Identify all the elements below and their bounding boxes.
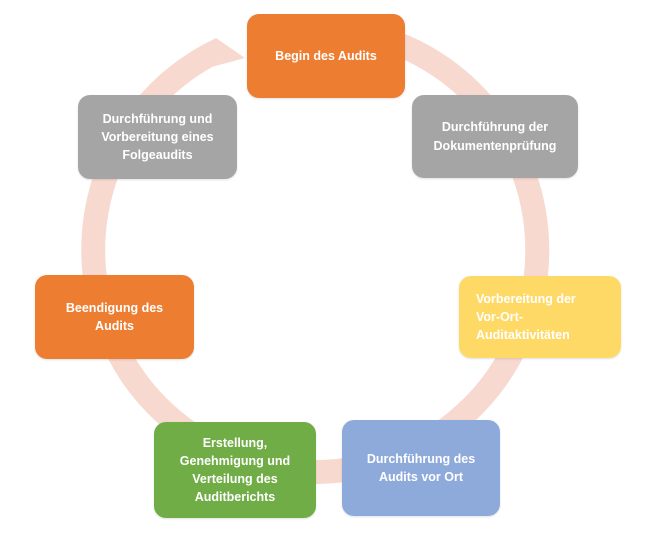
step-onsite-preparation: Vorbereitung der Vor-Ort- Auditaktivität… bbox=[459, 276, 621, 358]
step-onsite-preparation-label: Vorbereitung der Vor-Ort- Auditaktivität… bbox=[476, 291, 576, 343]
step-follow-up-audit: Durchführung und Vorbereitung eines Folg… bbox=[78, 95, 237, 179]
step-audit-report-label: Erstellung, Genehmigung und Verteilung d… bbox=[179, 435, 291, 505]
cycle-arrowhead bbox=[208, 38, 245, 68]
step-follow-up-audit-label: Durchführung und Vorbereitung eines Folg… bbox=[101, 111, 214, 163]
step-begin-audit: Begin des Audits bbox=[247, 14, 405, 98]
step-onsite-audit: Durchführung des Audits vor Ort bbox=[342, 420, 500, 516]
step-document-review-label: Durchführung der Dokumentenprüfung bbox=[433, 120, 557, 153]
step-audit-completion: Beendigung des Audits bbox=[35, 275, 194, 359]
step-audit-completion-label: Beendigung des Audits bbox=[65, 300, 164, 333]
step-document-review: Durchführung der Dokumentenprüfung bbox=[412, 95, 578, 178]
step-audit-report: Erstellung, Genehmigung und Verteilung d… bbox=[154, 422, 316, 518]
step-onsite-audit-label: Durchführung des Audits vor Ort bbox=[366, 451, 476, 484]
step-begin-audit-label: Begin des Audits bbox=[275, 48, 377, 63]
